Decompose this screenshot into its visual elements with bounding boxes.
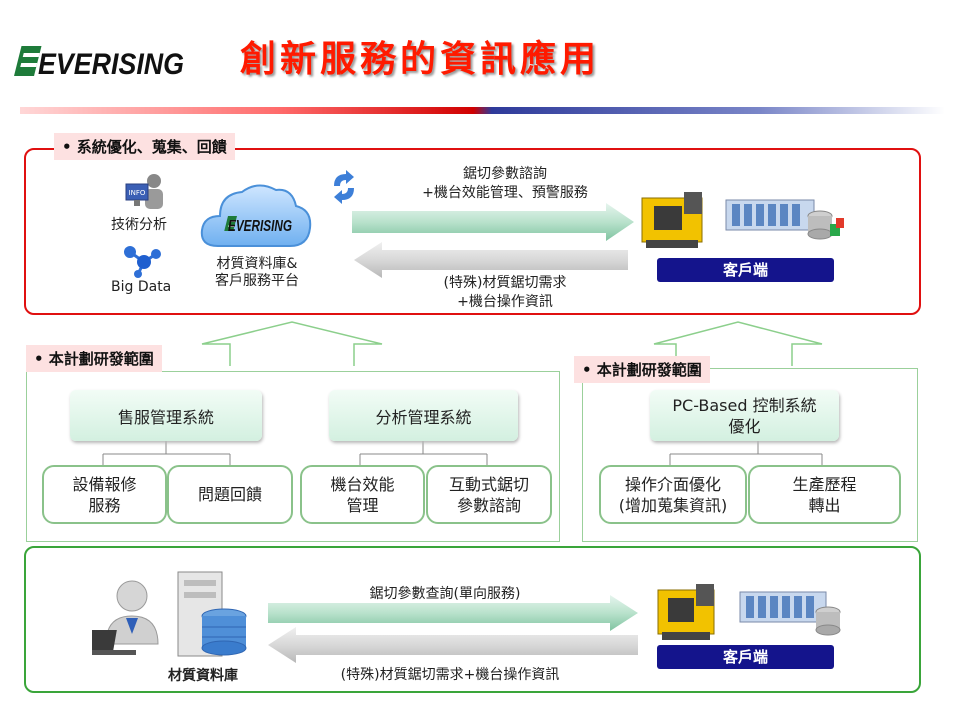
bottom-panel	[24, 546, 921, 693]
feedback-box: 問題回饋	[167, 465, 293, 524]
tech-analysis-label: 技術分析	[111, 217, 167, 233]
bottom-left-arrow-text: (特殊)材質鋸切需求+機台操作資訊	[340, 667, 560, 683]
client-equipment-icon-bottom	[657, 584, 841, 640]
repair-service-box: 設備報修 服務	[42, 465, 167, 524]
platform-label: 材質資料庫& 客戶服務平台	[198, 256, 316, 290]
right-scope-tag: • 本計劃研發範圍	[574, 356, 710, 383]
after-sales-system-box: 售服管理系統	[70, 390, 262, 441]
left-connectors	[102, 440, 488, 466]
production-history-box: 生產歷程 轉出	[748, 465, 901, 524]
person-laptop-icon	[92, 580, 159, 655]
bottom-left-arrow	[268, 627, 638, 663]
top-left-arrow	[354, 242, 628, 278]
interactive-sawing-box: 互動式鋸切 參數諮詢	[426, 465, 552, 524]
database-label: 材質資料庫	[168, 668, 238, 684]
top-right-arrow	[352, 203, 634, 241]
platform-label-line2: 客戶服務平台	[215, 273, 299, 289]
top-panel	[24, 148, 921, 315]
machine-performance-box: 機台效能 管理	[300, 465, 425, 524]
top-right-arrow-text: 鋸切參數諮詢 +機台效能管理、預警服務	[360, 165, 650, 203]
bottom-right-arrow	[268, 595, 638, 631]
left-up-arrow	[201, 321, 383, 366]
bottom-right-arrow-text: 鋸切參數查詢(單向服務)	[369, 586, 521, 602]
platform-label-line1: 材質資料庫&	[216, 256, 298, 272]
top-right-arrow-line2: +機台效能管理、預警服務	[422, 185, 588, 201]
cloud-icon: EVERISING	[200, 184, 312, 247]
pc-control-system-box: PC-Based 控制系統 優化	[650, 390, 839, 441]
top-left-arrow-line1: (特殊)材質鋸切需求	[443, 275, 567, 291]
sync-icon	[334, 170, 354, 204]
client-equipment-icon	[641, 192, 844, 248]
right-connectors	[669, 440, 823, 466]
top-panel-tag: • 系統優化、蒐集、回饋	[54, 133, 235, 160]
cloud-logo-text: EVERISING	[228, 218, 292, 235]
server-database-icon	[177, 571, 247, 657]
left-scope-tag: • 本計劃研發範圍	[26, 345, 162, 372]
big-data-network-icon	[124, 246, 161, 278]
logo-text: EVERISING	[38, 48, 184, 78]
technician-icon: INFO	[125, 174, 163, 209]
big-data-label: Big Data	[111, 279, 172, 295]
svg-text:INFO: INFO	[129, 189, 146, 197]
top-left-arrow-text: (特殊)材質鋸切需求 +機台操作資訊	[360, 274, 650, 312]
client-label-bottom: 客戶端	[657, 645, 834, 669]
top-left-arrow-line2: +機台操作資訊	[457, 294, 553, 310]
page-title: 創新服務的資訊應用	[240, 38, 601, 80]
client-label-top: 客戶端	[657, 258, 834, 282]
everising-logo: EVERISING	[14, 46, 184, 78]
ui-optimization-box: 操作介面優化 (增加蒐集資訊)	[599, 465, 747, 524]
top-right-arrow-line1: 鋸切參數諮詢	[463, 166, 547, 182]
analysis-system-box: 分析管理系統	[329, 390, 518, 441]
right-up-arrow	[653, 321, 823, 366]
header-rule	[20, 107, 945, 114]
